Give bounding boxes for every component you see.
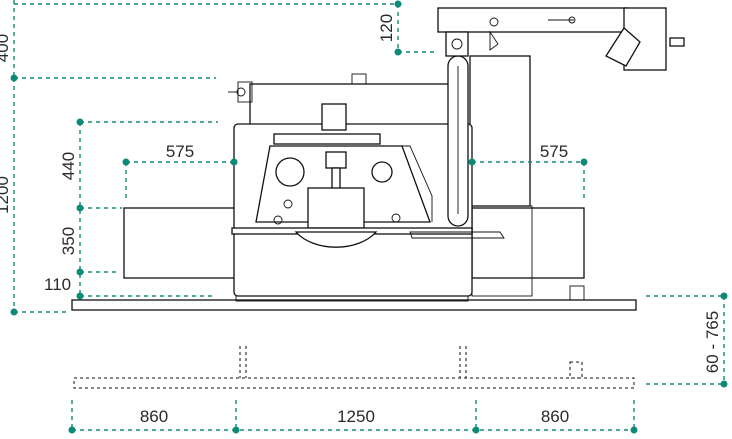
arm-bracket xyxy=(437,7,629,33)
dim-120: 120 xyxy=(377,14,396,42)
dim-1250: 1250 xyxy=(337,407,375,426)
dim-440: 440 xyxy=(59,152,78,180)
dim-350: 350 xyxy=(59,227,78,255)
dim-575-left: 575 xyxy=(166,142,194,161)
small-knob-2 xyxy=(273,215,283,225)
dim-110: 110 xyxy=(44,275,71,294)
dim-575-right: 575 xyxy=(540,142,568,161)
left-extension-table xyxy=(123,207,237,279)
head-top-bar xyxy=(273,133,381,145)
left-gauge xyxy=(275,157,305,187)
rear-housing xyxy=(249,83,463,127)
spindle-housing xyxy=(307,187,365,229)
right-extension-table xyxy=(471,207,585,279)
small-knob-1 xyxy=(283,199,293,209)
small-knob-3 xyxy=(391,213,401,223)
floor-outline xyxy=(73,346,635,389)
column-neck xyxy=(321,103,347,131)
arm-knuckle xyxy=(445,31,469,57)
right-column-housing xyxy=(469,55,531,207)
blade-guard xyxy=(294,231,378,248)
dim-400: 400 xyxy=(0,34,12,62)
machine-drawing xyxy=(71,7,685,311)
right-gauge xyxy=(371,161,393,183)
dimension-labels: 400 120 1200 440 350 110 575 575 60 - 76… xyxy=(0,14,722,426)
motor-knob xyxy=(669,37,685,47)
motor-nozzle xyxy=(605,27,641,67)
dim-60-765: 60 - 765 xyxy=(703,311,722,373)
spindle-cap xyxy=(325,151,347,169)
base-plate xyxy=(71,299,637,311)
dimension-lines xyxy=(10,0,728,434)
right-table-lip xyxy=(409,231,505,239)
dim-860-left: 860 xyxy=(140,407,168,426)
dim-1200: 1200 xyxy=(0,176,12,214)
small-foot-block xyxy=(569,285,585,301)
top-handle xyxy=(351,73,367,85)
dim-860-right: 860 xyxy=(541,407,569,426)
